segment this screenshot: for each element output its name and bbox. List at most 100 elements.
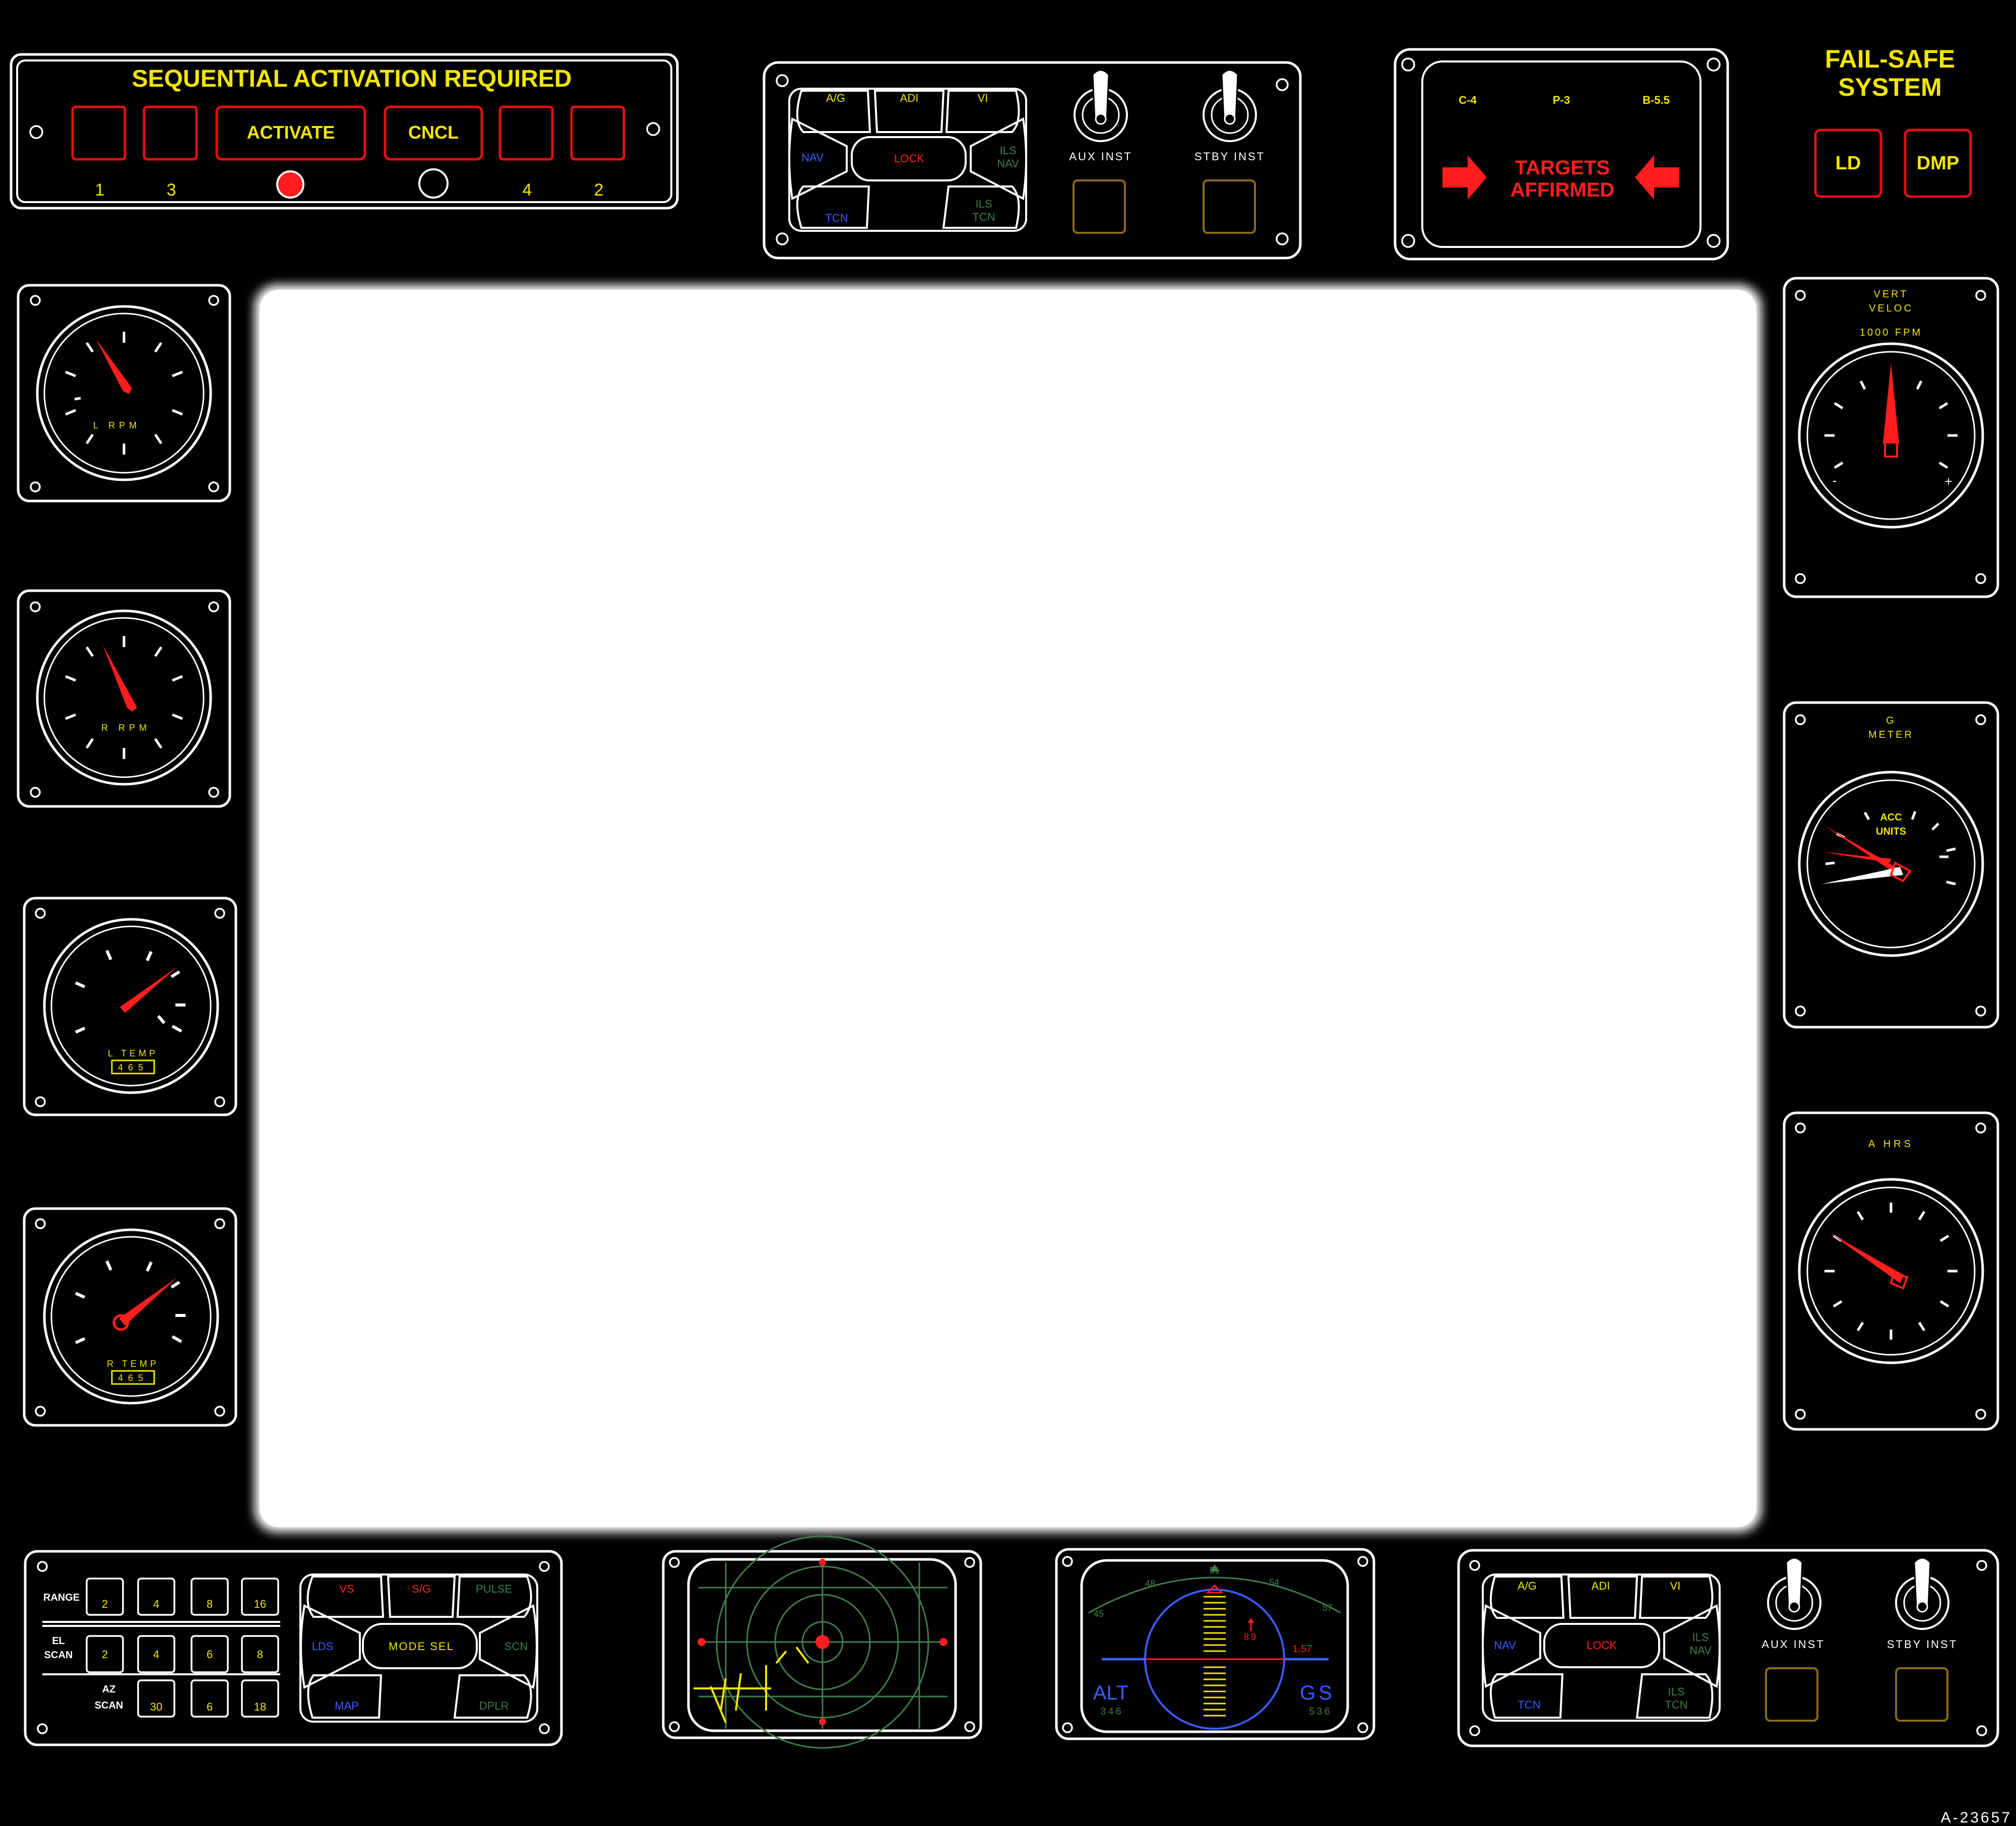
screw-icon bbox=[1976, 1560, 1987, 1571]
sequence-button-1[interactable] bbox=[71, 105, 127, 161]
mode-key-pulse[interactable] bbox=[456, 1576, 532, 1618]
mode-key-scn[interactable] bbox=[479, 1604, 538, 1689]
stby-inst-button[interactable] bbox=[1203, 179, 1256, 234]
range-button-8[interactable] bbox=[191, 1578, 229, 1616]
el-scan-button-8[interactable] bbox=[241, 1635, 279, 1673]
activate-button[interactable] bbox=[215, 105, 366, 161]
gauge-label: L RPM bbox=[93, 420, 141, 430]
screw-icon bbox=[1062, 1556, 1073, 1567]
range-label: RANGE bbox=[43, 1592, 80, 1603]
screw-icon bbox=[208, 787, 219, 798]
sequence-button-2[interactable] bbox=[570, 105, 625, 161]
screw-icon bbox=[1469, 1560, 1480, 1571]
mode-key-dplr[interactable] bbox=[453, 1674, 532, 1719]
screw-icon bbox=[964, 1721, 975, 1732]
label-map: MAP bbox=[335, 1699, 359, 1712]
mode-key-adi[interactable] bbox=[1567, 1576, 1639, 1619]
label-nav: NAV bbox=[801, 151, 824, 164]
label-vi: VI bbox=[1670, 1580, 1681, 1592]
mode-key-vs[interactable] bbox=[306, 1576, 385, 1618]
el-scan-button-2[interactable] bbox=[86, 1635, 124, 1673]
gauge-needle bbox=[96, 339, 132, 394]
mode-key-vi[interactable] bbox=[1639, 1576, 1714, 1619]
mode-key-vi[interactable] bbox=[945, 90, 1020, 133]
screw-icon bbox=[37, 1723, 48, 1734]
el-scan-button-6[interactable] bbox=[191, 1635, 229, 1673]
dmp-button[interactable] bbox=[1904, 129, 1972, 198]
activate-button-label: ACTIVATE bbox=[247, 122, 335, 143]
label-lock: LOCK bbox=[894, 152, 924, 165]
az-scan-value: 30 bbox=[150, 1701, 162, 1713]
temp-readout: 465 bbox=[118, 1062, 148, 1073]
lock-button[interactable] bbox=[1543, 1623, 1660, 1668]
stby-inst-button[interactable] bbox=[1895, 1667, 1948, 1722]
screw-icon bbox=[1401, 234, 1415, 248]
screw-icon bbox=[35, 908, 46, 919]
aux-inst-button[interactable] bbox=[1073, 179, 1126, 234]
az-scan-button-18[interactable] bbox=[241, 1679, 279, 1718]
range-button-16[interactable] bbox=[241, 1578, 279, 1616]
mode-key-nav[interactable] bbox=[1482, 1604, 1541, 1688]
screw-icon bbox=[1707, 57, 1721, 72]
label-lock: LOCK bbox=[1587, 1639, 1617, 1652]
document-number: A-23657 bbox=[1941, 1809, 2012, 1826]
range-button-2[interactable] bbox=[86, 1578, 124, 1616]
cancel-button[interactable] bbox=[384, 105, 483, 161]
mode-sel-button[interactable] bbox=[362, 1623, 478, 1669]
screw-icon bbox=[30, 295, 41, 306]
mode-key-sg[interactable] bbox=[387, 1576, 456, 1618]
alt-value: 346 bbox=[1100, 1706, 1123, 1717]
mode-key-tcn[interactable] bbox=[1490, 1673, 1564, 1719]
heading-scale: 45 bbox=[1094, 1609, 1104, 1619]
az-scan-button-6[interactable] bbox=[191, 1679, 229, 1718]
a-hrs-title: A HRS bbox=[1868, 1139, 1914, 1150]
stby-inst-label: STBY INST bbox=[1194, 150, 1265, 163]
aux-inst-toggle[interactable] bbox=[1767, 1557, 1821, 1630]
lock-button[interactable] bbox=[851, 136, 967, 181]
screw-icon bbox=[35, 1096, 46, 1107]
aux-inst-label: AUX INST bbox=[1761, 1638, 1824, 1651]
mode-key-ils-nav[interactable] bbox=[970, 117, 1027, 201]
sequence-button-3[interactable] bbox=[143, 105, 198, 161]
az-scan-button-30[interactable] bbox=[137, 1679, 175, 1718]
label-sg: S/G bbox=[412, 1583, 431, 1595]
ld-button-label: LD bbox=[1836, 153, 1861, 174]
sequential-activation-panel: SEQUENTIAL ACTIVATION REQUIRED ACTIVATE … bbox=[10, 53, 679, 210]
target-code-p3: P-3 bbox=[1553, 94, 1570, 106]
stby-inst-toggle[interactable] bbox=[1203, 69, 1257, 142]
sequence-number-2: 2 bbox=[594, 180, 604, 200]
el-scan-label-2: SCAN bbox=[44, 1650, 73, 1661]
mode-key-lds[interactable] bbox=[300, 1604, 361, 1689]
main-screen[interactable] bbox=[260, 290, 1756, 1527]
screw-icon bbox=[964, 1557, 975, 1568]
attitude-value-top: 89 bbox=[1244, 1632, 1258, 1642]
aux-inst-button[interactable] bbox=[1765, 1667, 1818, 1722]
mode-key-nav[interactable] bbox=[788, 117, 848, 201]
screw-icon bbox=[214, 1096, 225, 1107]
screw-icon bbox=[208, 481, 219, 492]
el-scan-button-4[interactable] bbox=[137, 1635, 175, 1673]
mode-key-adi[interactable] bbox=[873, 90, 945, 133]
screw-icon bbox=[1795, 290, 1806, 301]
g-meter-title-2: METER bbox=[1868, 729, 1914, 740]
mode-key-ils-tcn[interactable] bbox=[942, 185, 1020, 229]
label-ils-tcn: TCN bbox=[972, 211, 995, 223]
mode-key-map[interactable] bbox=[307, 1674, 383, 1719]
mode-key-ils-tcn[interactable] bbox=[1635, 1673, 1714, 1719]
screw-icon bbox=[214, 1218, 225, 1229]
ld-button[interactable] bbox=[1814, 129, 1882, 198]
mode-key-ils-nav[interactable] bbox=[1663, 1604, 1721, 1688]
radar-display bbox=[662, 1535, 982, 1749]
arrow-right-icon bbox=[1442, 155, 1487, 200]
radar-center-target bbox=[815, 1635, 830, 1649]
vert-veloc-title-2: VELOC bbox=[1869, 303, 1913, 314]
screw-icon bbox=[30, 601, 41, 612]
screw-icon bbox=[1975, 290, 1986, 301]
range-button-4[interactable] bbox=[137, 1578, 175, 1616]
stby-inst-toggle[interactable] bbox=[1895, 1557, 1949, 1630]
vert-veloc-gauge: VERT VELOC 1000 FPM - + bbox=[1783, 277, 1999, 598]
sequence-button-4[interactable] bbox=[498, 105, 554, 161]
aux-inst-toggle[interactable] bbox=[1074, 69, 1128, 142]
mode-key-tcn[interactable] bbox=[796, 185, 870, 229]
